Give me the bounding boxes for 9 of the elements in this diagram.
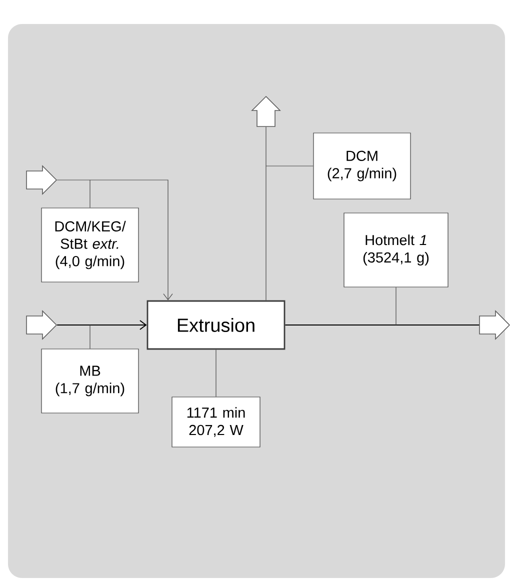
flow-line (56, 320, 147, 330)
flow-line (284, 324, 480, 326)
flow-line (56, 180, 173, 300)
flow-label-box: MB (1,7 g/min) (41, 348, 139, 414)
process-box: Extrusion (146, 300, 286, 350)
flow-label-box: Hotmelt 1 (3524,1 g) (344, 212, 448, 288)
flow-label-box: DCM/KEG/ StBt extr. (4,0 g/min) (41, 208, 139, 282)
energy-label-box: 1171 min 207,2 W (172, 396, 260, 448)
flow-label-box: DCM (2,7 g/min) (313, 132, 411, 200)
